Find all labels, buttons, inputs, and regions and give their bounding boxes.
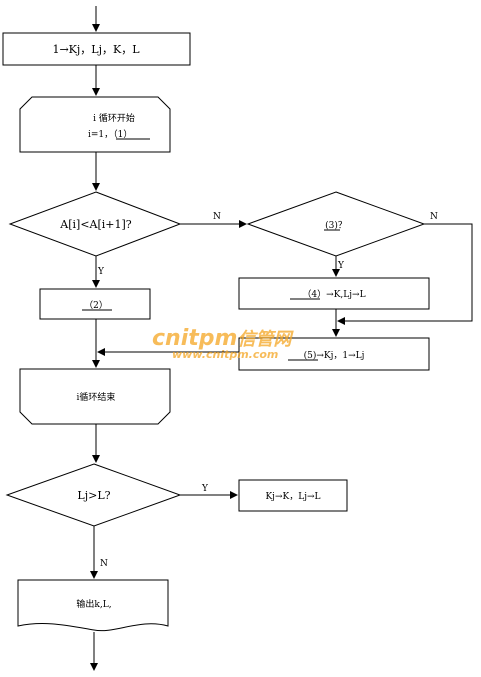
cond3-label: (3)？ [325, 220, 347, 231]
cond1-no-label: N [213, 212, 221, 222]
result-box-label: Kj→K，Lj→L [265, 492, 320, 502]
cond2-yes-label: Y [201, 484, 209, 494]
cond1-yes-label: Y [97, 267, 105, 277]
watermark-brand: cnitpm信管网 [152, 326, 294, 351]
loop-end-label: i循环结束 [77, 391, 116, 403]
loop-start-shape [19, 96, 171, 153]
box5 [238, 337, 430, 371]
loop-start-line2: i=1，（1） [88, 129, 132, 140]
box5-label: (5)→Kj，1→Lj [304, 350, 365, 361]
blank2-label: （2） [84, 300, 108, 311]
init-box-label: 1→Kj，Lj，K，L [52, 43, 140, 56]
loop-end-shape [19, 368, 171, 425]
output-label: 输出k,L, [76, 598, 111, 610]
cond1-label: A[i]<A[i+1]? [59, 218, 132, 231]
output-shape [17, 579, 169, 632]
cond3-no-label: N [430, 212, 438, 222]
watermark-url: www.cnitpm.com [172, 348, 278, 361]
cond2-label: Lj>L? [77, 489, 110, 502]
blank2-box [39, 288, 151, 320]
box4 [238, 277, 430, 310]
result-box [238, 479, 348, 512]
cond2-no-label: N [100, 559, 108, 569]
watermark: cnitpm信管网 www.cnitpm.com [152, 326, 294, 361]
arrow-cond3-no [337, 223, 473, 325]
box4-label: （4）→K,Lj→L [302, 289, 365, 300]
cond3-yes-label: Y [337, 261, 345, 271]
loop-start-line1: i 循环开始 [93, 112, 135, 124]
